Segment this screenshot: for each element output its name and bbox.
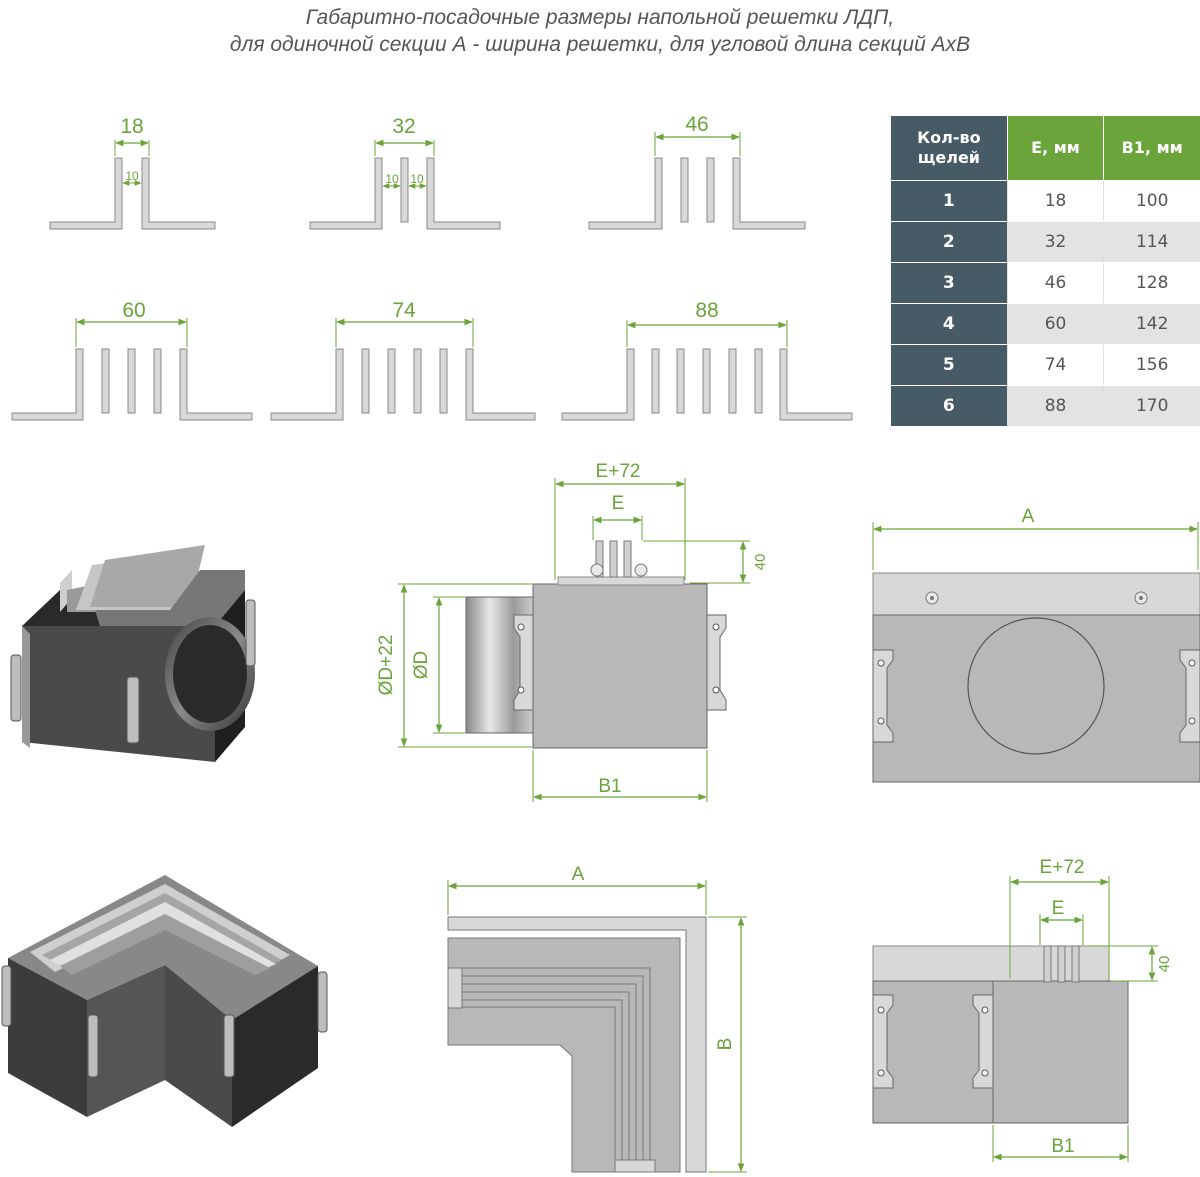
front-view-drawing: А <box>872 506 1200 783</box>
profile-60: 60 <box>11 299 253 421</box>
cell-b1: 156 <box>1103 344 1200 386</box>
cell-e: 32 <box>1006 221 1104 263</box>
corner-e72-label: Е+72 <box>1040 857 1085 878</box>
cell-b1: 114 <box>1103 221 1200 263</box>
profile-32-gap-2: 10 <box>410 172 424 186</box>
corner-e-label: Е <box>1052 898 1065 919</box>
corner-h40-label: 40 <box>1156 956 1173 973</box>
profile-74: 74 <box>270 299 536 421</box>
cell-e: 46 <box>1006 262 1104 304</box>
title-line-1: Габаритно-посадочные размеры напольной р… <box>305 6 895 29</box>
title-line-2: для одиночной секции А - ширина решетки,… <box>229 33 971 56</box>
profile-18-gap: 10 <box>125 169 139 183</box>
side-view-drawing: Е+72 Е 40 ØD+22 ØD В1 <box>376 461 769 802</box>
table-row: 4 60 142 <box>891 303 1200 345</box>
cell-b1: 142 <box>1103 303 1200 345</box>
header-slots: Кол-во щелей <box>891 116 1008 181</box>
cell-e: 60 <box>1006 303 1104 345</box>
side-h40-label: 40 <box>752 554 769 571</box>
cell-e: 74 <box>1006 344 1104 386</box>
page-title: Габаритно-посадочные размеры напольной р… <box>0 4 1200 58</box>
cell-slots: 5 <box>891 344 1008 386</box>
side-b1-label: В1 <box>598 776 621 797</box>
corner-b-label: В <box>715 1038 736 1051</box>
table-row: 5 74 156 <box>891 344 1200 386</box>
header-b1: В1, мм <box>1103 116 1200 181</box>
dimensions-table: Кол-во щелей Е, мм В1, мм 1 18 100 2 32 … <box>891 116 1200 427</box>
cell-slots: 2 <box>891 221 1008 263</box>
corner-top-view-drawing: А В <box>447 864 747 1173</box>
front-a-label: А <box>1022 506 1035 527</box>
profile-46-width: 46 <box>685 113 708 136</box>
table-row: 2 32 114 <box>891 221 1200 263</box>
cell-slots: 3 <box>891 262 1008 304</box>
side-d-label: ØD <box>411 651 432 680</box>
cell-b1: 128 <box>1103 262 1200 304</box>
profile-88-width: 88 <box>695 299 718 322</box>
table-row: 3 46 128 <box>891 262 1200 304</box>
header-e: Е, мм <box>1006 116 1104 181</box>
profile-32-gap-1: 10 <box>385 172 399 186</box>
table-row: 1 18 100 <box>891 180 1200 222</box>
cell-e: 18 <box>1006 180 1104 222</box>
profile-32: 32 10 10 <box>309 115 501 230</box>
side-e-label: Е <box>612 493 625 514</box>
single-section-3d <box>10 545 256 762</box>
table-row: 6 88 170 <box>891 385 1200 427</box>
profile-74-width: 74 <box>392 299 416 322</box>
corner-b1-label: В1 <box>1051 1136 1074 1157</box>
cell-b1: 100 <box>1103 180 1200 222</box>
corner-a-label: А <box>572 864 585 885</box>
side-dplus-label: ØD+22 <box>376 635 397 696</box>
table-header-row: Кол-во щелей Е, мм В1, мм <box>891 116 1200 181</box>
corner-section-3d <box>1 875 328 1127</box>
profile-88: 88 <box>561 299 853 421</box>
profile-18: 18 10 <box>49 115 216 230</box>
corner-side-view-drawing: Е+72 Е 40 В1 <box>872 857 1173 1162</box>
profile-18-width: 18 <box>120 115 143 138</box>
cell-slots: 6 <box>891 385 1008 427</box>
cell-e: 88 <box>1006 385 1104 427</box>
cell-slots: 4 <box>891 303 1008 345</box>
side-e72-label: Е+72 <box>596 461 641 482</box>
profile-60-width: 60 <box>122 299 145 322</box>
profile-46: 46 <box>588 113 806 230</box>
cell-b1: 170 <box>1103 385 1200 427</box>
cell-slots: 1 <box>891 180 1008 222</box>
profile-32-width: 32 <box>392 115 415 138</box>
